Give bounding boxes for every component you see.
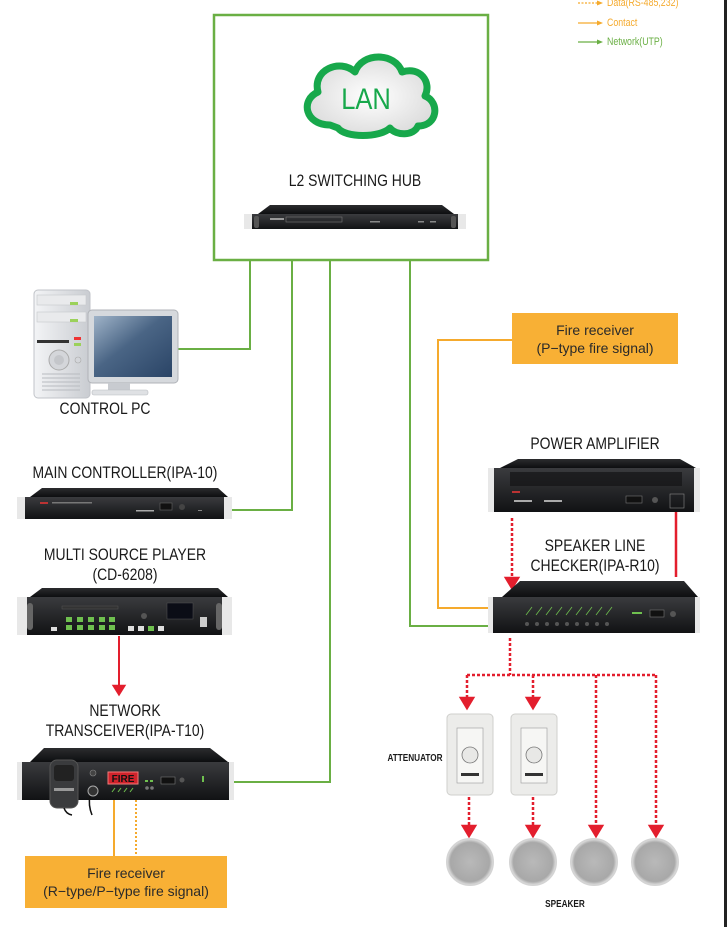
switching-hub-device bbox=[244, 205, 466, 229]
contact-lines bbox=[113, 339, 512, 856]
legend-glyphs bbox=[578, 0, 603, 45]
speaker-3 bbox=[570, 838, 618, 886]
network-line-main-controller bbox=[232, 260, 293, 511]
speaker-line-checker-label-2: CHECKER(IPA-R10) bbox=[530, 556, 660, 575]
attenuator-2 bbox=[510, 713, 558, 796]
multi-source-player-device bbox=[17, 588, 232, 635]
control-pc-icon bbox=[33, 289, 179, 399]
lan-cloud-icon bbox=[303, 53, 439, 139]
fire-receiver-top: Fire receiver (P−type fire signal) bbox=[512, 313, 678, 364]
lan-cloud-label: LAN bbox=[341, 83, 391, 116]
hub-title: L2 SWITCHING HUB bbox=[288, 171, 422, 190]
speaker-line-checker-label-1: SPEAKER LINE bbox=[544, 536, 646, 555]
speaker-line-checker-device bbox=[488, 581, 700, 633]
main-controller-device bbox=[17, 488, 232, 519]
contact-line-top-fire-receiver bbox=[437, 339, 512, 609]
fire-receiver-top-line-1: Fire receiver bbox=[556, 321, 634, 338]
multi-source-player-label-2: (CD-6208) bbox=[92, 565, 158, 584]
audio-lines bbox=[111, 497, 685, 839]
attenuator-1 bbox=[446, 713, 494, 796]
network-transceiver-label-1: NETWORK bbox=[89, 701, 161, 720]
fire-receiver-bottom-line-1: Fire receiver bbox=[87, 865, 165, 881]
speaker-4 bbox=[631, 838, 679, 886]
fire-receiver-bottom-line-2: (R−type/P−type fire signal) bbox=[43, 883, 209, 899]
network-transceiver-device: FIRE bbox=[17, 748, 234, 816]
legend-data-label: Data(RS-485,232) bbox=[607, 0, 679, 9]
fire-receiver-top-line-2: (P−type fire signal) bbox=[536, 339, 654, 356]
network-line-transceiver bbox=[234, 260, 331, 783]
speaker-2 bbox=[509, 838, 557, 886]
network-line-line-checker bbox=[409, 260, 490, 627]
right-border bbox=[724, 0, 727, 927]
speaker-1 bbox=[446, 838, 494, 886]
legend-network-label: Network(UTP) bbox=[607, 36, 663, 48]
speakers bbox=[446, 838, 679, 886]
network-lines bbox=[178, 260, 490, 783]
hub-frame bbox=[212, 13, 490, 262]
control-pc-label: CONTROL PC bbox=[59, 399, 151, 418]
power-amplifier-device bbox=[488, 459, 700, 512]
fire-badge-text: FIRE bbox=[112, 774, 135, 785]
multi-source-player-label-1: MULTI SOURCE PLAYER bbox=[43, 545, 207, 564]
network-transceiver-label-2: TRANSCEIVER(IPA-T10) bbox=[45, 721, 205, 740]
main-controller-label: MAIN CONTROLLER(IPA-10) bbox=[32, 463, 218, 482]
power-amplifier-label: POWER AMPLIFIER bbox=[530, 434, 660, 453]
speaker-label: SPEAKER bbox=[545, 899, 585, 910]
network-line-control-pc bbox=[178, 260, 251, 350]
fire-receiver-bottom: Fire receiver (R−type/P−type fire signal… bbox=[25, 856, 227, 908]
attenuator-label: ATTENUATOR bbox=[387, 753, 443, 764]
legend-contact-label: Contact bbox=[607, 17, 638, 29]
